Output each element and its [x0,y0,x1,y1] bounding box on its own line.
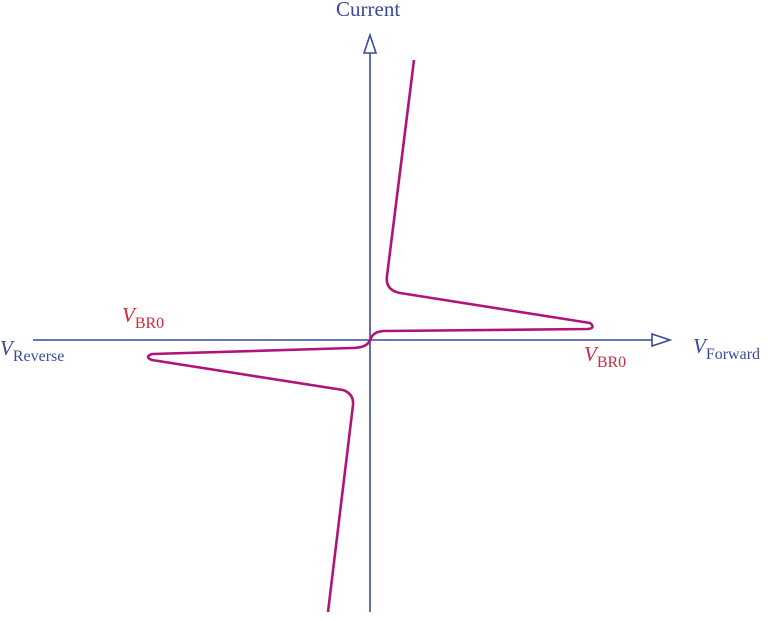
subscript: Reverse [12,348,65,365]
y-axis-label: Current [336,0,401,21]
v-symbol: V [122,303,135,327]
v-symbol: V [584,342,597,366]
breakover-voltage-positive-label: VBR0 [584,342,626,371]
v-symbol: V [0,336,13,360]
iv-curve [146,59,594,613]
breakover-voltage-negative-label: VBR0 [122,303,164,332]
subscript: Forward [705,346,761,363]
v-symbol: V [693,334,706,358]
x-axis-positive-label: VForward [693,334,760,363]
y-axis-arrow-icon [362,32,378,54]
x-axis-arrow-icon [651,332,673,348]
subscript: BR0 [596,354,627,371]
x-axis-negative-label: VReverse [0,336,64,365]
subscript: BR0 [134,315,165,332]
